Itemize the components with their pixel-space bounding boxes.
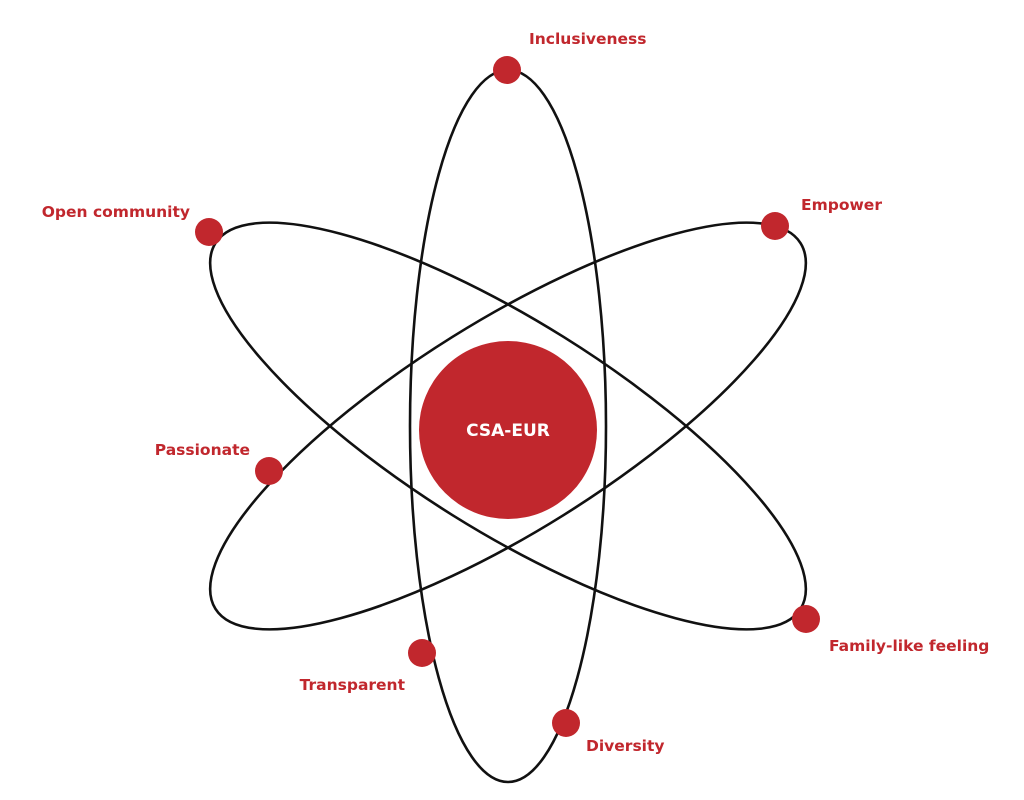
orbit-ascending (208, 221, 808, 631)
center-label: CSA-EUR (466, 421, 550, 441)
node-label-empower: Empower (801, 196, 882, 214)
node-label-diversity: Diversity (586, 737, 665, 755)
node-dot-inclusiveness (493, 56, 521, 84)
node-dot-transparent (408, 639, 436, 667)
node-label-family-like-feeling: Family-like feeling (829, 637, 989, 655)
node-dot-diversity (552, 709, 580, 737)
center-circle (419, 341, 597, 519)
node-dot-passionate (255, 457, 283, 485)
node-dot-empower (761, 212, 789, 240)
node-label-passionate: Passionate (155, 441, 250, 459)
node-dot-family-like-feeling (792, 605, 820, 633)
node-label-inclusiveness: Inclusiveness (529, 30, 647, 48)
node-dot-open-community (195, 218, 223, 246)
node-label-transparent: Transparent (300, 676, 406, 694)
node-label-open-community: Open community (42, 203, 190, 221)
